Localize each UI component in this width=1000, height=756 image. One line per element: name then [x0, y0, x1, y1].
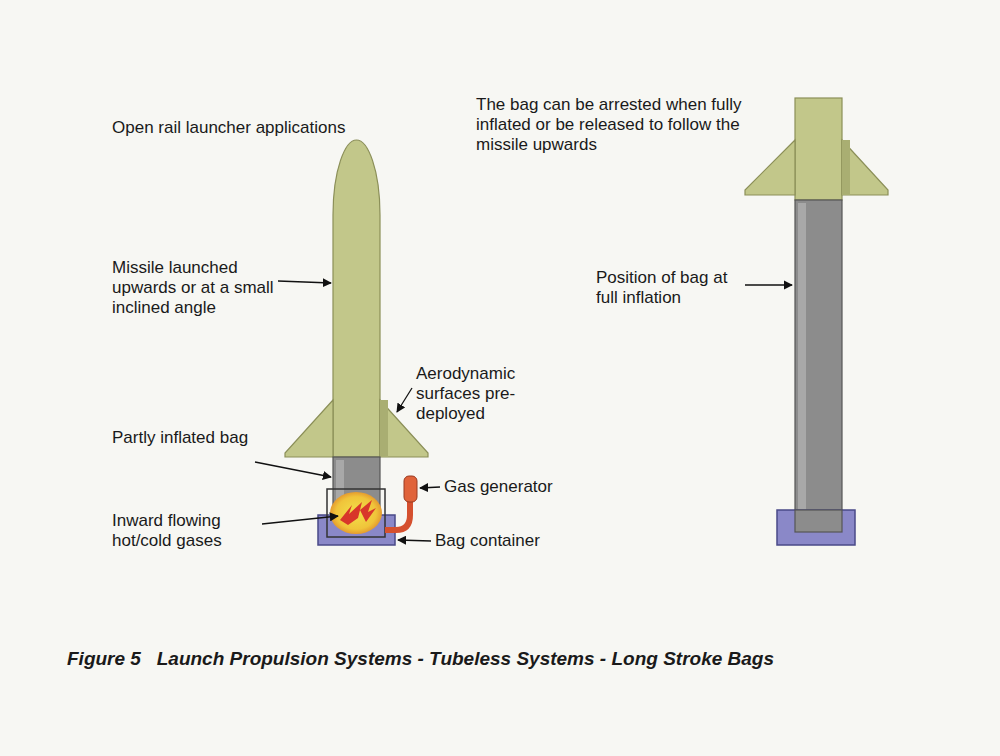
leader-lines [255, 281, 792, 541]
callout-label: Missile launched upwards or at a small i… [112, 258, 282, 318]
callout-label: Aerodynamic surfaces pre-deployed [416, 364, 566, 424]
right-missile [745, 98, 888, 200]
bag-container-right [777, 510, 855, 545]
callout-label: Position of bag at full inflation [596, 268, 741, 308]
heading-label: Open rail launcher applications [112, 118, 412, 138]
gas-pipe [385, 500, 410, 530]
callout-label: Partly inflated bag [112, 428, 252, 448]
gas-generator [404, 476, 417, 502]
callout-label: Gas generator [444, 477, 574, 497]
left-missile [285, 140, 428, 457]
figure-caption: Figure 5 Launch Propulsion Systems - Tub… [67, 648, 774, 670]
callout-label: Bag container [435, 531, 565, 551]
fin-left [285, 400, 333, 457]
note-label: The bag can be arrested when fully infla… [476, 95, 761, 155]
full-inflated-bag [777, 200, 855, 545]
bag-container [318, 476, 417, 545]
callout-label: Inward flowing hot/cold gases [112, 511, 260, 551]
gas-flow [330, 492, 382, 534]
